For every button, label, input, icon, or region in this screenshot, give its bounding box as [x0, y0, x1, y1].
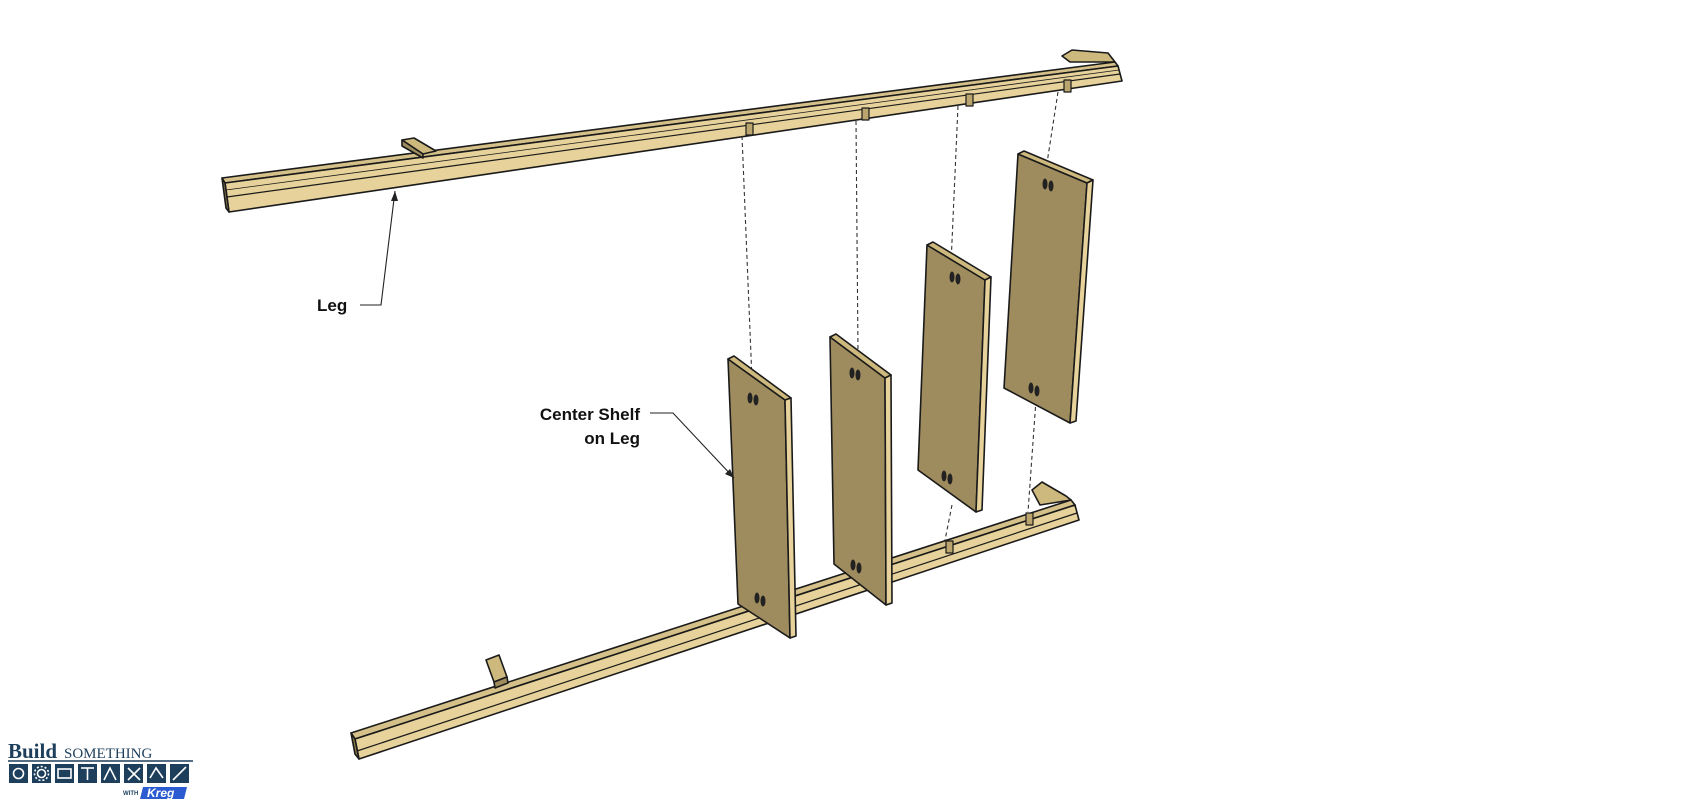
tool-icon-1 — [9, 764, 28, 783]
center-shelf-label-line2: on Leg — [584, 429, 640, 448]
center-shelf-label-line1: Center Shelf — [540, 405, 640, 424]
tool-icon-5 — [101, 764, 120, 783]
shelf-panel-2 — [829, 333, 893, 606]
leg-label: Leg — [317, 296, 347, 315]
pocket-holes — [941, 271, 961, 485]
bottom-leg-top-face — [350, 499, 1076, 740]
top-leg-end — [221, 177, 230, 213]
pocket-holes — [849, 367, 862, 574]
top-leg — [221, 49, 1123, 213]
shelf-panels — [727, 150, 1094, 639]
top-leg-notches — [745, 79, 1072, 136]
tool-icon-7 — [147, 764, 166, 783]
buildsomething-logo: Build SOMETHING WITH Kreg — [8, 739, 193, 800]
shelf-panel-1 — [727, 355, 797, 639]
bottom-leg — [350, 481, 1080, 760]
svg-text:Kreg: Kreg — [147, 786, 175, 800]
svg-text:Build: Build — [8, 739, 57, 763]
leg-arrowhead — [391, 191, 398, 201]
bottom-leg-far-end — [1031, 481, 1072, 506]
center-shelf-arrowhead — [725, 469, 734, 478]
shelf-panel-4 — [1003, 150, 1094, 424]
bottom-leg-notches — [945, 512, 1034, 554]
leg-callout: Leg — [317, 190, 398, 315]
bottom-leg-end — [350, 732, 360, 760]
svg-text:SOMETHING: SOMETHING — [64, 746, 152, 762]
top-leg-top-face — [221, 61, 1119, 184]
svg-text:WITH: WITH — [123, 791, 138, 797]
pocket-holes — [1028, 178, 1054, 397]
tool-icon-strip — [9, 764, 189, 783]
pocket-holes — [747, 392, 766, 607]
shelf-panel-3 — [917, 241, 992, 513]
center-shelf-callout: Center Shelf on Leg — [540, 405, 735, 479]
top-leg-far-end — [1061, 49, 1116, 63]
center-shelf-leader-line — [650, 412, 735, 479]
leg-leader-line — [360, 190, 396, 306]
